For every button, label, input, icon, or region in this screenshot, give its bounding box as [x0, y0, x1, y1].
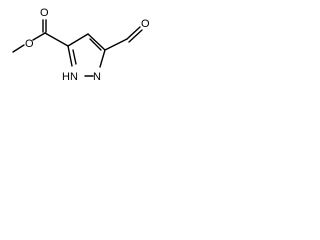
atom-labels: O O O HN N: [25, 7, 150, 83]
bond-ring-c4-c3: [87, 33, 106, 51]
bond-ester-c-o: [32, 32, 46, 41]
bond-formyl-double-b: [128, 29, 143, 43]
bond-ring-c4-c3-inner: [89, 38, 102, 51]
bond-ring-c5-c4: [67, 33, 89, 47]
bond-ring-c5-n1-inner: [72, 49, 77, 65]
bond-ring-c3-n2: [99, 49, 106, 68]
bonds: [12, 19, 143, 77]
bond-o-methyl: [12, 44, 25, 53]
bond-ring-n1-c5: [67, 45, 73, 67]
molecular-structure: O O O HN N: [12, 7, 150, 83]
bond-ester-ring: [44, 32, 69, 47]
bond-c3-formyl: [104, 38, 128, 51]
ester-oxygen-label: O: [25, 38, 34, 50]
aldehyde-oxygen-label: O: [141, 18, 150, 30]
ring-nitrogen-label: N: [93, 71, 101, 83]
carbonyl-oxygen-label: O: [40, 7, 49, 19]
nh-nitrogen-label: HN: [62, 71, 78, 83]
bond-formyl-double-a: [126, 26, 141, 40]
